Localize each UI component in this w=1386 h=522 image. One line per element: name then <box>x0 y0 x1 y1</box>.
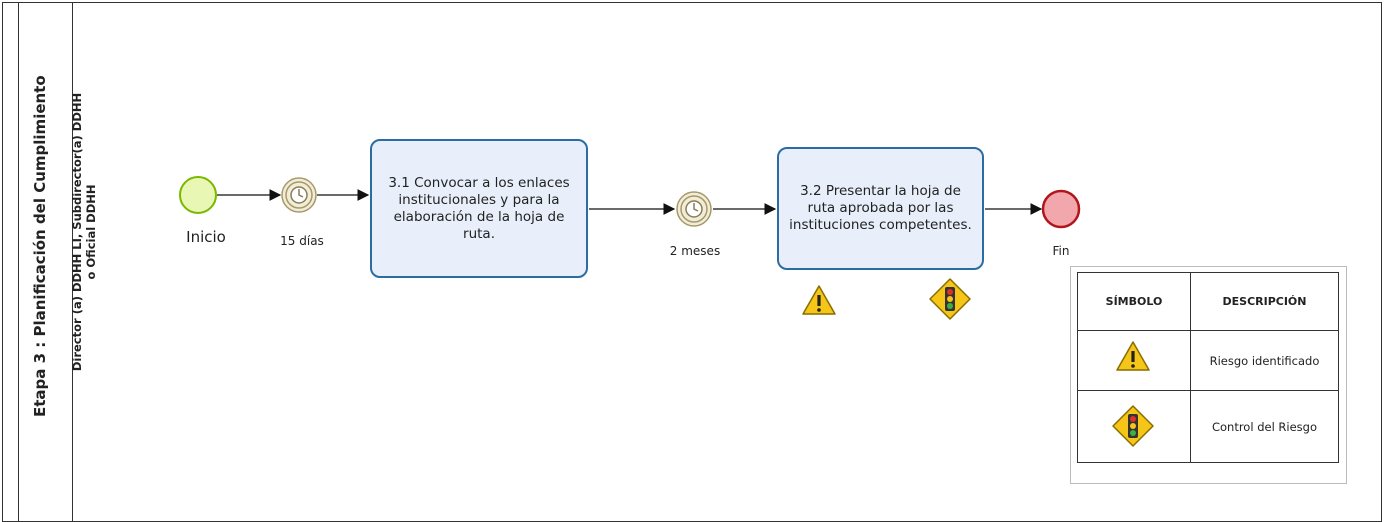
traffic-light-icon <box>929 278 971 320</box>
pool-header-divider <box>18 2 19 522</box>
legend-table: SÍMBOLO DESCRIPCIÓN Riesgo identificado … <box>1077 272 1339 463</box>
task-3-2[interactable]: 3.2 Presentar la hoja de ruta aprobada p… <box>777 147 984 270</box>
timer2-label: 2 meses <box>669 244 721 258</box>
legend-description-risk: Riesgo identificado <box>1190 330 1339 391</box>
legend-description-control: Control del Riesgo <box>1190 390 1339 463</box>
task-3-1[interactable]: 3.1 Convocar a los enlaces institucional… <box>370 139 588 278</box>
timer1-label: 15 días <box>280 234 324 248</box>
timer-event-2 <box>676 191 712 227</box>
legend-symbol-cell <box>1077 390 1191 463</box>
lane-header-divider <box>72 2 73 522</box>
warning-triangle-icon <box>802 285 836 315</box>
legend-symbol-cell <box>1077 330 1191 391</box>
legend-header-description: DESCRIPCIÓN <box>1190 272 1339 331</box>
start-label: Inicio <box>186 228 226 246</box>
legend-header-symbol: SÍMBOLO <box>1077 272 1191 331</box>
start-event <box>179 176 217 214</box>
end-event <box>1041 189 1081 229</box>
legend-frame <box>1070 266 1347 484</box>
end-label: Fin <box>1052 244 1070 258</box>
timer-event-1 <box>281 177 317 213</box>
process-diagram <box>179 176 1154 447</box>
